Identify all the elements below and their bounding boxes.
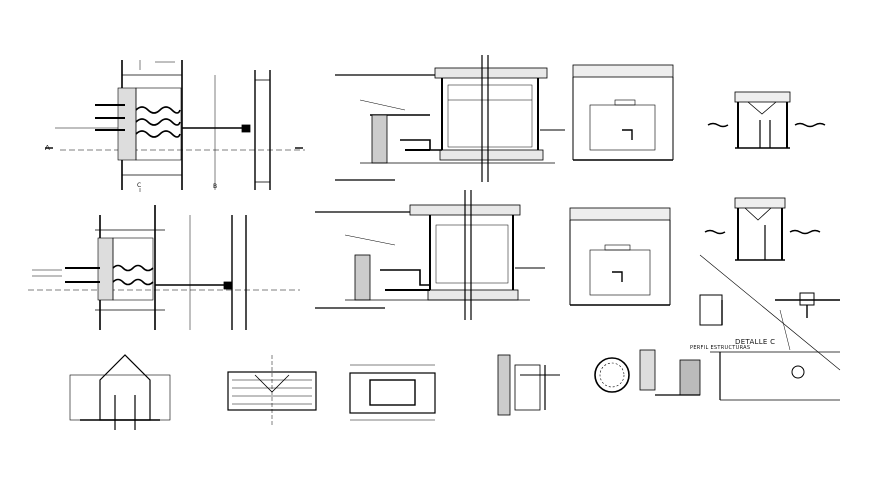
plan-view-middle [28,205,300,330]
trapezoid-section-detail [69,354,171,430]
wall-section-detail [497,354,560,416]
frame-plan-detail [349,364,436,421]
section-view-top [335,55,565,182]
detail-c-drawing [699,254,841,401]
plan-view-top [45,60,305,192]
section-mark-c: C [137,182,142,189]
chamber-detail-middle [704,197,821,261]
detail-c-label: DETALLE C [735,338,776,346]
perfil-estructuras-label: PERFIL ESTRUCTURAS [690,345,751,351]
box-section-middle [569,207,671,306]
pipe-cross-section-detail [594,357,630,393]
box-section-top [572,64,674,161]
section-view-middle [315,190,545,320]
grating-plan-detail [227,355,317,425]
section-mark-b: B [213,183,218,190]
chamber-detail-top [707,91,826,149]
section-mark-a: A [45,144,51,152]
manhole-profile-detail [639,349,701,396]
